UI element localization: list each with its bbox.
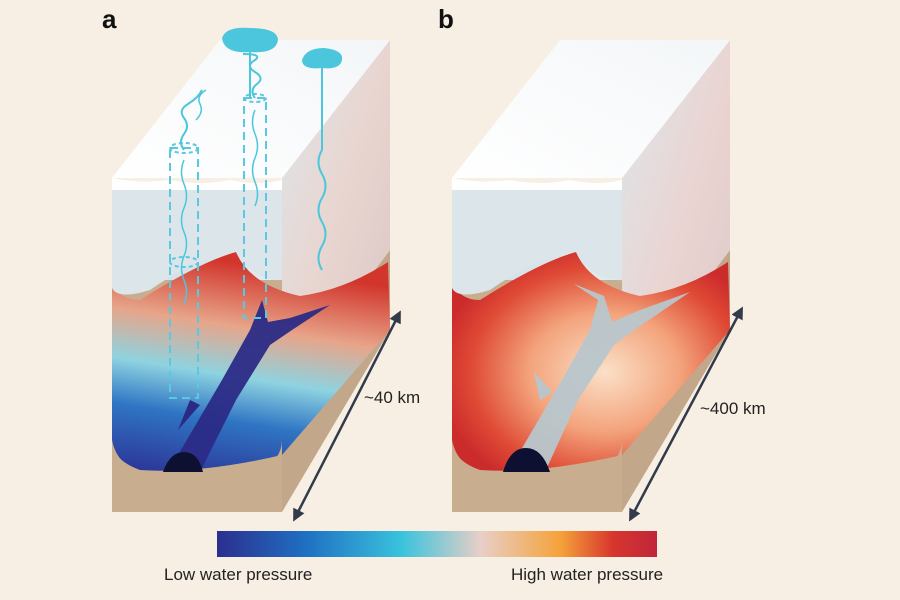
panel-a-drain-wave xyxy=(317,149,327,271)
panel-b-snow-surface xyxy=(452,40,730,178)
panel-a-stream-4 xyxy=(180,159,188,305)
panel-a-moulin-1 xyxy=(169,147,199,399)
panel-b-ice-bottom xyxy=(452,190,622,295)
panel-b-distance-arrow xyxy=(629,306,743,522)
low-pressure-label: Low water pressure xyxy=(164,565,313,584)
panel-a-stream-2 xyxy=(195,89,207,121)
high-pressure-label: High water pressure xyxy=(511,565,664,584)
panel-b-bed xyxy=(452,440,622,512)
panel-a-moulin-2-top xyxy=(243,93,267,103)
panel-a-moulin-1-mid xyxy=(169,256,199,268)
panel-a-lake-2 xyxy=(302,48,343,69)
panel-a-stream-3 xyxy=(242,53,262,99)
panel-b-snow-rim xyxy=(452,178,622,194)
panel-b-block xyxy=(452,40,730,512)
panel-a-stream-5 xyxy=(251,109,259,207)
panel-a-channel-opening xyxy=(163,452,203,472)
panel-a-distance-arrow xyxy=(293,310,401,522)
panel-b-channel xyxy=(508,284,690,472)
panel-a-block xyxy=(112,27,390,512)
panel-b-channel-opening xyxy=(503,448,550,472)
panel-b-channel-branch xyxy=(534,372,552,400)
panel-a-channel xyxy=(168,300,330,472)
panel-a-channel-branch xyxy=(178,400,200,430)
panel-b-label: b xyxy=(438,4,454,34)
pressure-colorbar xyxy=(217,531,657,557)
panel-a-stream-1 xyxy=(180,89,203,151)
panel-a-bed xyxy=(112,440,282,512)
panel-a-lake-1 xyxy=(222,27,278,53)
panel-a-moulin-2 xyxy=(243,97,267,319)
panel-b-distance-label: ~400 km xyxy=(700,399,766,418)
panel-a-distance-label: ~40 km xyxy=(364,388,421,407)
panel-a-moulin-1-top xyxy=(169,142,199,154)
panel-a-label: a xyxy=(102,4,117,34)
